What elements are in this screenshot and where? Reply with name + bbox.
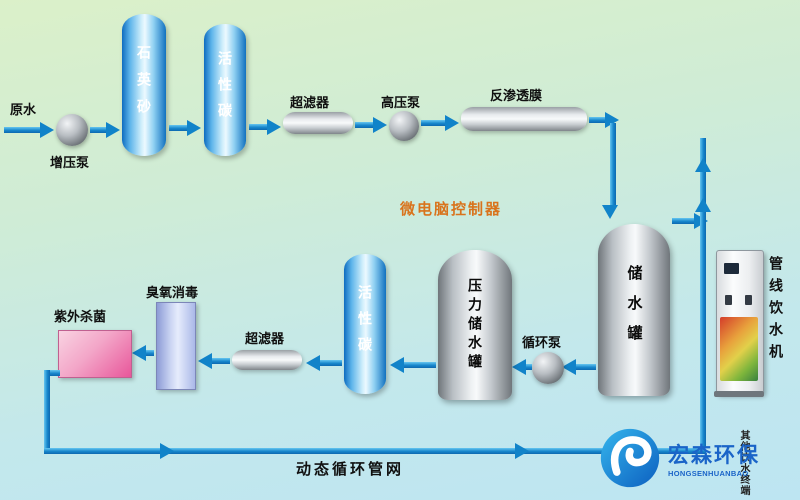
other-terminal-label: 其他饮水终端 <box>738 430 749 496</box>
flow-arrow-right-icon <box>515 443 529 459</box>
circulation-pump <box>532 352 564 384</box>
ro-membrane <box>461 107 587 131</box>
ultrafilter-1-label: 超滤器 <box>290 95 330 110</box>
flow-arrow-down-icon <box>602 205 618 219</box>
pipe-network-label: 动态循环管网 <box>296 461 405 478</box>
ro-membrane-label: 反渗透膜 <box>490 88 543 103</box>
pipe-line <box>421 120 445 126</box>
pipe-line <box>576 364 596 370</box>
pipe-line <box>90 127 106 133</box>
flow-arrow-left-icon <box>306 355 320 371</box>
pipe-line <box>320 360 342 366</box>
controller-label: 微电脑控制器 <box>400 201 503 218</box>
flow-arrow-right-icon <box>187 120 201 136</box>
ultrafilter-2-label: 超滤器 <box>245 331 285 346</box>
booster-pump <box>56 114 88 146</box>
logo-name: 宏森环保 <box>668 443 760 467</box>
flow-arrow-left-icon <box>562 359 576 375</box>
quartz-sand-column: 石英砂 <box>122 14 166 156</box>
flow-arrow-right-icon <box>160 443 174 459</box>
flow-arrow-left-icon <box>512 359 526 375</box>
quartz-sand-label: 石英砂 <box>136 44 152 126</box>
activated-carbon-2-label: 活性碳 <box>357 285 373 363</box>
pipe-line <box>44 370 60 376</box>
uv-unit <box>58 330 132 378</box>
storage-tank-label: 储水罐 <box>625 265 643 355</box>
dispenser-graphic <box>720 317 758 381</box>
pipe-line <box>44 370 50 454</box>
pipe-line <box>249 124 267 130</box>
pipeline-dispenser-label: 管线饮水机 <box>768 256 784 366</box>
flow-arrow-left-icon <box>390 357 404 373</box>
ozone-label: 臭氧消毒 <box>146 285 199 300</box>
pressure-storage-tank: 压力储水罐 <box>438 250 512 400</box>
pipe-line <box>212 358 230 364</box>
flow-arrow-up-icon <box>695 158 711 172</box>
storage-tank: 储水罐 <box>598 224 670 396</box>
flow-arrow-left-icon <box>198 353 212 369</box>
pipe-line <box>672 218 694 224</box>
flow-arrow-right-icon <box>267 119 281 135</box>
high-pressure-pump <box>389 111 419 141</box>
activated-carbon-column-2: 活性碳 <box>344 254 386 394</box>
activated-carbon-1-label: 活性碳 <box>217 51 233 129</box>
ozone-unit <box>156 302 196 390</box>
flow-arrow-right-icon <box>373 117 387 133</box>
pipe-line <box>610 123 616 207</box>
dispenser-tap-right <box>745 295 752 305</box>
pipe-line <box>146 350 154 356</box>
logo-swirl-icon <box>600 428 660 488</box>
dispenser-base <box>714 391 764 397</box>
flow-arrow-up-icon <box>695 198 711 212</box>
pipe-line <box>169 125 187 131</box>
pipeline-dispenser <box>714 250 764 397</box>
uv-label: 紫外杀菌 <box>54 309 107 324</box>
pipe-line <box>355 122 373 128</box>
dispenser-tap-left <box>725 295 732 305</box>
flow-arrow-left-icon <box>132 345 146 361</box>
pressure-tank-label: 压力储水罐 <box>467 277 483 373</box>
pipe-line <box>589 117 607 123</box>
dispenser-screen <box>724 263 739 274</box>
activated-carbon-column-1: 活性碳 <box>204 24 246 156</box>
pipe-line <box>44 448 706 454</box>
pipe-line <box>700 138 706 454</box>
flow-arrow-right-icon <box>40 122 54 138</box>
ultrafilter-1 <box>283 112 353 134</box>
booster-pump-label: 增压泵 <box>50 155 90 170</box>
flow-arrow-right-icon <box>106 122 120 138</box>
high-pressure-pump-label: 高压泵 <box>381 95 421 110</box>
ultrafilter-2 <box>232 350 302 370</box>
circulation-pump-label: 循环泵 <box>522 335 562 350</box>
company-logo: 宏森环保 HONGSENHUANBAO <box>598 422 798 494</box>
logo-subtitle: HONGSENHUANBAO <box>668 468 749 478</box>
pipe-line <box>404 362 436 368</box>
flow-arrow-right-icon <box>445 115 459 131</box>
pipe-line <box>525 364 532 370</box>
raw-water-label: 原水 <box>10 102 37 117</box>
pipe-line <box>4 127 40 133</box>
